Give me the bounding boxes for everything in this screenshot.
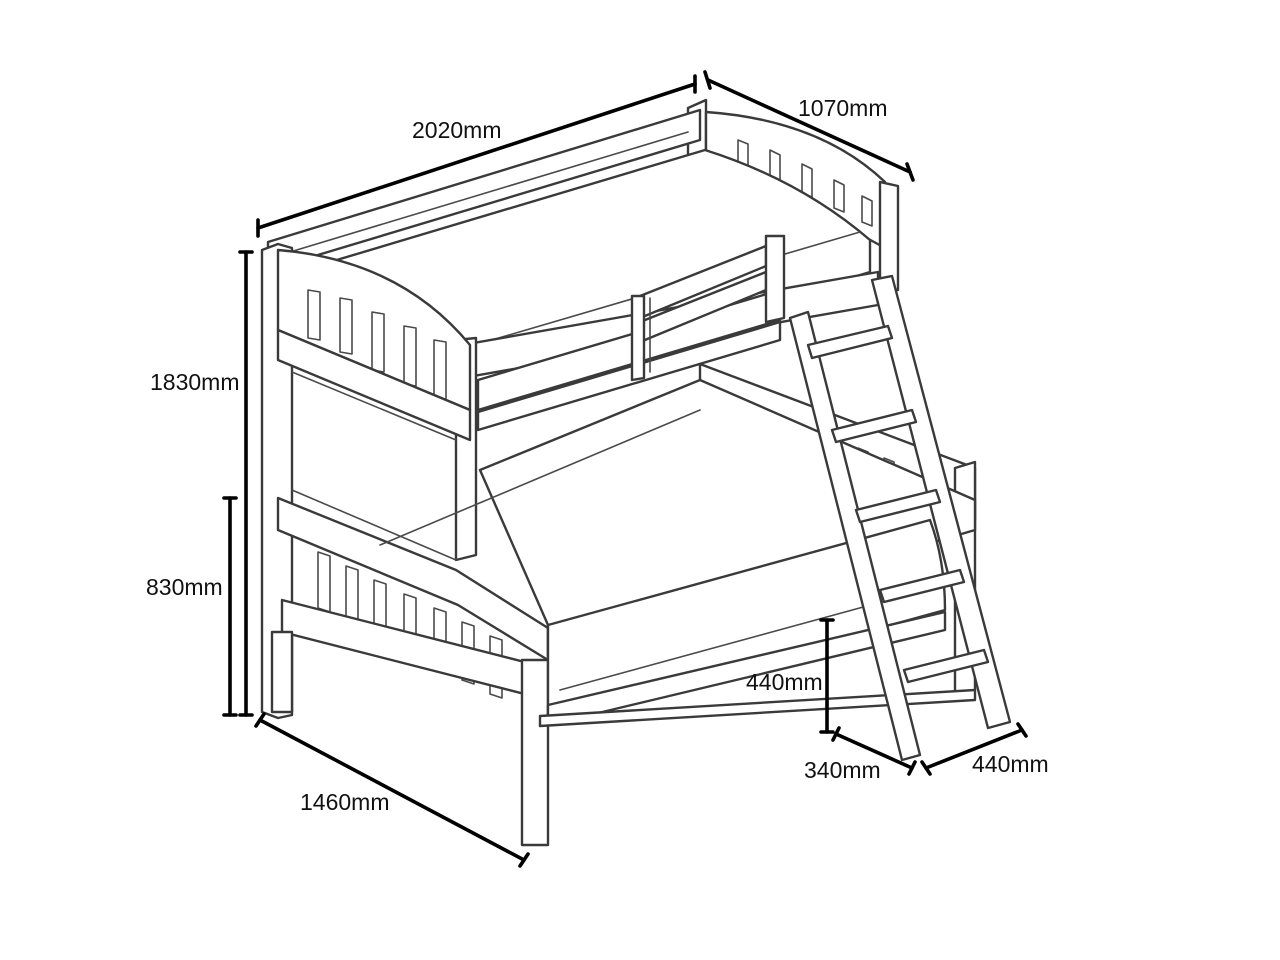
dim-label-1460: 1460mm (300, 789, 389, 815)
dim-label-830: 830mm (146, 574, 223, 600)
dim-label-ladder-height: 440mm (746, 669, 823, 695)
dim-label-1830: 1830mm (150, 369, 239, 395)
dim-label-ladder-width: 440mm (972, 751, 1049, 777)
lower-bunk (379, 378, 977, 728)
dim-label-1070: 1070mm (798, 95, 887, 121)
ladder (788, 274, 1012, 762)
upper-bunk (266, 108, 880, 432)
dimension-lines (222, 70, 1028, 868)
dim-label-2020: 2020mm (412, 117, 501, 143)
front-headboard (260, 242, 550, 847)
dim-label-ladder-depth: 340mm (804, 757, 881, 783)
